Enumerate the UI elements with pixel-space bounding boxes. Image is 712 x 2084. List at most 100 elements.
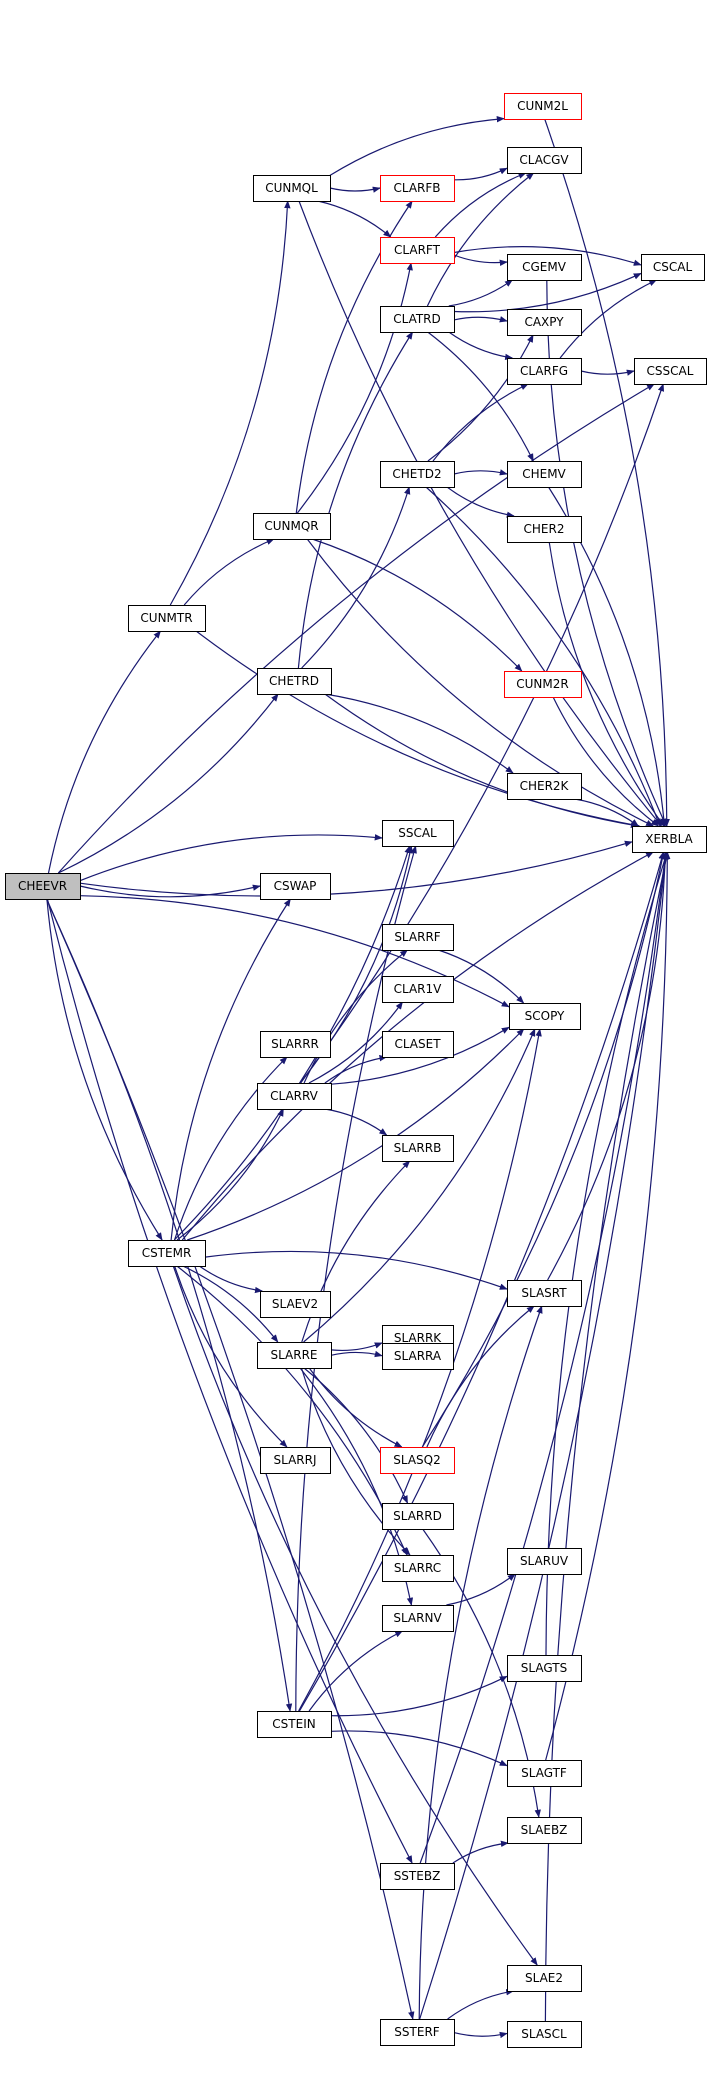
edge-cunm2l-to-xerbla <box>544 118 670 827</box>
edge-line <box>448 279 513 307</box>
edge-slarnv-to-slaruv <box>446 1573 516 1606</box>
edge-cheevr-to-xerbla <box>79 840 633 897</box>
edge-line <box>574 798 639 827</box>
node-label: SLARNV <box>393 1611 442 1625</box>
node-clarfb[interactable]: CLARFB <box>380 175 455 202</box>
edge-line <box>421 851 666 1448</box>
node-slarrd[interactable]: SLARRD <box>382 1503 454 1530</box>
node-clarft[interactable]: CLARFT <box>380 237 455 264</box>
node-caxpy[interactable]: CAXPY <box>507 309 582 336</box>
node-cunmtr[interactable]: CUNMTR <box>128 605 206 632</box>
edge-ssterf-to-slae2 <box>447 1989 515 2020</box>
node-slaev2[interactable]: SLAEV2 <box>260 1291 331 1318</box>
node-cher2[interactable]: CHER2 <box>507 516 582 543</box>
node-slarrj[interactable]: SLARRJ <box>260 1447 331 1474</box>
node-scopy[interactable]: SCOPY <box>509 1003 581 1030</box>
edge-line <box>427 334 534 462</box>
node-ssterf[interactable]: SSTERF <box>380 2019 455 2046</box>
edge-cstein-to-slagtf <box>330 1730 508 1767</box>
node-csscal[interactable]: CSSCAL <box>634 358 707 385</box>
node-slagts[interactable]: SLAGTS <box>507 1655 582 1682</box>
node-cunmqr[interactable]: CUNMQR <box>253 513 331 540</box>
node-slarnv[interactable]: SLARNV <box>382 1605 454 1632</box>
edge-line <box>330 1730 508 1767</box>
edge-line <box>174 1265 288 1448</box>
node-cunmql[interactable]: CUNMQL <box>253 175 331 202</box>
node-slarrc[interactable]: SLARRC <box>382 1555 454 1582</box>
node-box <box>507 2021 582 2048</box>
node-slagtf[interactable]: SLAGTF <box>507 1760 582 1787</box>
node-slasrt[interactable]: SLASRT <box>507 1280 582 1307</box>
edge-cunmqr-to-cunm2r <box>312 538 523 672</box>
node-chetd2[interactable]: CHETD2 <box>380 461 455 488</box>
node-box <box>507 358 582 385</box>
node-box <box>507 1655 582 1682</box>
node-slarrr[interactable]: SLARRR <box>260 1031 331 1058</box>
edge-chetd2-to-caxpy <box>427 334 534 462</box>
node-box <box>507 516 582 543</box>
edge-line <box>79 834 383 882</box>
node-box <box>382 1555 454 1582</box>
node-label: CSTEIN <box>272 1717 315 1731</box>
node-cunm2l[interactable]: CUNM2L <box>504 93 582 120</box>
node-clatrd[interactable]: CLATRD <box>380 306 455 333</box>
node-sscal[interactable]: SSCAL <box>382 820 454 847</box>
edge-line <box>432 383 529 462</box>
node-label: SLARRE <box>270 1348 317 1362</box>
node-box <box>260 1291 331 1318</box>
node-cheevr[interactable]: CHEEVR <box>5 873 81 900</box>
node-cstemr[interactable]: CSTEMR <box>128 1240 206 1267</box>
edge-line <box>79 884 261 898</box>
edge-clatrd-to-cgemv <box>448 279 513 307</box>
node-box <box>380 2019 455 2046</box>
edge-ssterf-to-slascl <box>453 2031 508 2039</box>
node-label: CUNM2R <box>516 677 568 691</box>
edge-cstemr-to-xerbla <box>181 851 654 1241</box>
node-clarrv[interactable]: CLARRV <box>257 1083 332 1110</box>
node-clarfg[interactable]: CLARFG <box>507 358 582 385</box>
edge-clatrd-to-caxpy <box>453 316 508 323</box>
node-box <box>128 605 206 632</box>
edge-clarrv-to-csscal <box>300 383 665 1084</box>
node-clar1v[interactable]: CLAR1V <box>382 976 454 1003</box>
node-label: SLAGTS <box>521 1661 567 1675</box>
edge-sstebz-to-slaebz <box>452 1840 509 1864</box>
node-slarrb[interactable]: SLARRB <box>382 1135 454 1162</box>
edge-clatrd-to-clarfg <box>448 331 514 361</box>
node-label: CUNMTR <box>140 611 192 625</box>
node-claset[interactable]: CLASET <box>382 1031 454 1058</box>
node-slasq2[interactable]: SLASQ2 <box>380 1447 455 1474</box>
edge-clarrv-to-scopy <box>330 1026 510 1085</box>
node-clacgv[interactable]: CLACGV <box>507 147 582 174</box>
node-label: CLASET <box>394 1037 441 1051</box>
node-slascl[interactable]: SLASCL <box>507 2021 582 2048</box>
node-slarrf[interactable]: SLARRF <box>382 924 454 951</box>
edge-chetrd-to-chetd2 <box>301 486 411 669</box>
node-cher2k[interactable]: CHER2K <box>507 773 582 800</box>
edge-clatrd-to-chemv <box>427 331 534 462</box>
node-box <box>257 1342 332 1369</box>
node-slaruv[interactable]: SLARUV <box>507 1548 582 1575</box>
edge-line <box>329 186 381 193</box>
node-cgemv[interactable]: CGEMV <box>507 254 582 281</box>
edge-line <box>547 851 669 1281</box>
node-sstebz[interactable]: SSTEBZ <box>380 1863 455 1890</box>
node-slarra[interactable]: SLARRA <box>382 1343 454 1370</box>
edge-line <box>559 279 658 359</box>
node-chemv[interactable]: CHEMV <box>507 461 582 488</box>
node-cstein[interactable]: CSTEIN <box>257 1711 332 1738</box>
node-label: CLAR1V <box>394 982 443 996</box>
node-box <box>382 1031 454 1058</box>
node-cunm2r[interactable]: CUNM2R <box>504 671 582 698</box>
edge-line <box>324 1108 388 1136</box>
node-slae2[interactable]: SLAE2 <box>507 1965 582 1992</box>
node-chetrd[interactable]: CHETRD <box>257 668 332 695</box>
node-cswap[interactable]: CSWAP <box>260 873 331 900</box>
node-cscal[interactable]: CSCAL <box>641 254 705 281</box>
node-slarre[interactable]: SLARRE <box>257 1342 332 1369</box>
node-label: CSSCAL <box>647 364 694 378</box>
edge-line <box>181 851 654 1241</box>
node-slaebz[interactable]: SLAEBZ <box>507 1817 582 1844</box>
node-xerbla[interactable]: XERBLA <box>632 826 707 853</box>
edge-cstein-to-xerbla <box>298 851 665 1712</box>
